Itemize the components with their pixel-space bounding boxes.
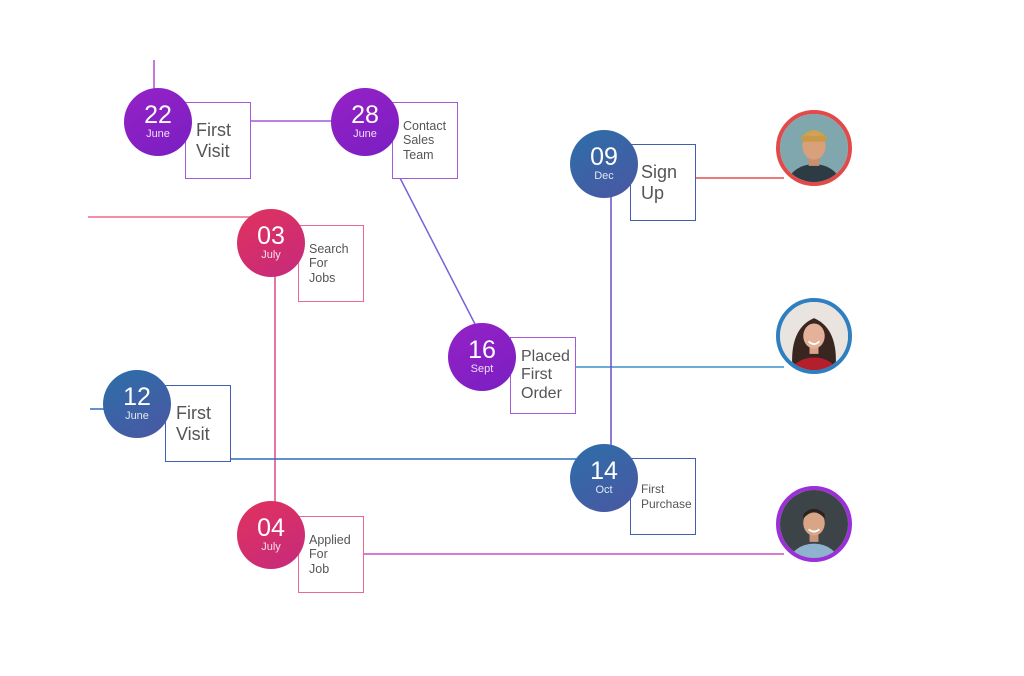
event-label-line: Job	[309, 561, 330, 576]
event-label-box: Sign Up	[630, 144, 696, 221]
event-day: 22	[144, 100, 172, 129]
event-label-box: First Visit	[165, 385, 231, 462]
event-month: July	[261, 248, 281, 261]
event-label-line: Team	[403, 147, 434, 162]
event-label-line: First	[641, 482, 665, 497]
event-label-line: Contact	[403, 118, 447, 133]
avatar[interactable]	[776, 486, 852, 562]
event-month: June	[146, 127, 170, 140]
event-label-line: Search	[309, 241, 349, 256]
event-label-line: Sign	[641, 161, 678, 182]
event-month: July	[261, 540, 281, 553]
event-label-line: For	[309, 256, 328, 271]
event-date-circle[interactable]: 14 Oct	[570, 444, 638, 512]
person-avatar-icon	[780, 114, 848, 182]
event-date-circle[interactable]: 22 June	[124, 88, 192, 156]
event-label-line: Up	[641, 182, 665, 203]
event-month: Sept	[470, 362, 494, 375]
event-day: 09	[590, 142, 618, 171]
event-label-box: First Visit	[185, 102, 251, 179]
avatar[interactable]	[776, 298, 852, 374]
event-date-circle[interactable]: 09 Dec	[570, 130, 638, 198]
event-label-box: First Purchase	[630, 458, 696, 535]
event-month: Oct	[595, 483, 613, 496]
event-label-box: Search For Jobs	[298, 225, 364, 302]
event-date-circle[interactable]: 03 July	[237, 209, 305, 277]
person-avatar-icon	[780, 302, 848, 370]
event-label-line: First	[521, 366, 553, 384]
avatar[interactable]	[776, 110, 852, 186]
event-month: June	[125, 409, 149, 422]
event-label-line: First	[176, 402, 211, 423]
connector-28june-16sept	[399, 177, 477, 327]
event-label-line: Jobs	[309, 270, 336, 285]
event-label-line: First	[196, 119, 231, 140]
person-avatar-icon	[780, 490, 848, 558]
event-label-box: Placed First Order	[510, 337, 576, 414]
event-label-line: Applied	[309, 532, 351, 547]
event-date-circle[interactable]: 16 Sept	[448, 323, 516, 391]
event-label-line: Order	[521, 384, 562, 402]
event-label-box: Contact Sales Team	[392, 102, 458, 179]
event-label-line: For	[309, 547, 328, 562]
event-label-line: Visit	[176, 423, 210, 444]
event-day: 14	[590, 456, 618, 485]
event-day: 12	[123, 382, 151, 411]
event-day: 16	[468, 335, 496, 364]
event-day: 04	[257, 513, 285, 542]
event-label-line: Sales	[403, 133, 435, 148]
event-date-circle[interactable]: 04 July	[237, 501, 305, 569]
event-label-box: Applied For Job	[298, 516, 364, 593]
event-month: Dec	[594, 169, 614, 182]
event-date-circle[interactable]: 12 June	[103, 370, 171, 438]
event-day: 03	[257, 221, 285, 250]
event-day: 28	[351, 100, 379, 129]
event-label-line: Placed	[521, 347, 570, 365]
event-label-line: Purchase	[641, 496, 692, 511]
event-label-line: Visit	[196, 140, 230, 161]
event-date-circle[interactable]: 28 June	[331, 88, 399, 156]
event-month: June	[353, 127, 377, 140]
